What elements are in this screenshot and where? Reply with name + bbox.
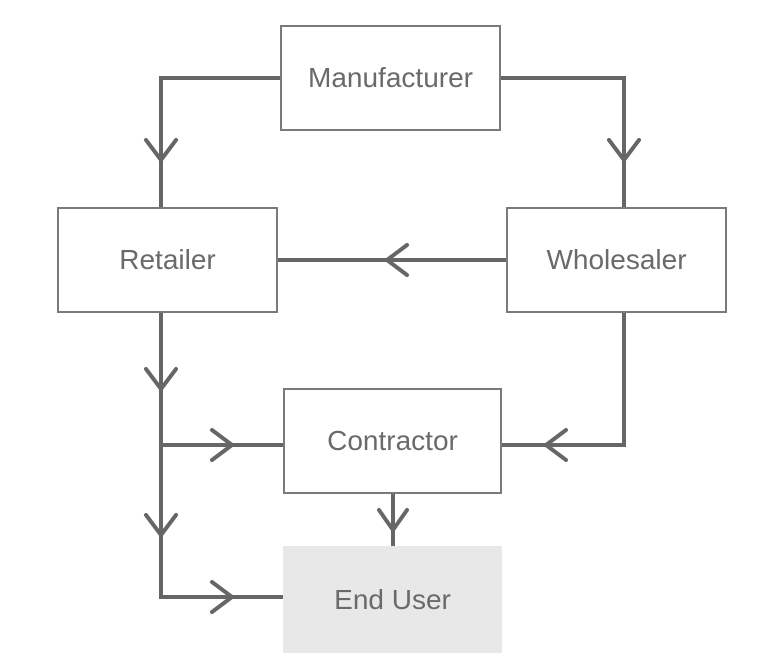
end-user-box: End User [283,546,502,653]
arrowhead-down-icon [144,138,178,162]
wholesaler-box: Wholesaler [506,207,727,313]
arrowhead-left-icon [385,243,409,277]
arrowhead-down-icon [607,138,641,162]
edge-retailer-trunk [159,313,283,599]
edge-wholesaler-contractor [502,313,626,447]
arrowhead-down-icon [377,508,409,532]
manufacturer-label: Manufacturer [308,62,473,93]
arrowhead-down-icon [144,513,178,537]
arrowhead-left-icon [544,428,568,462]
end-user-label: End User [334,583,451,615]
retailer-label: Retailer [119,244,216,275]
retailer-box: Retailer [57,207,278,313]
wholesaler-label: Wholesaler [546,244,687,275]
arrowhead-right-icon [210,580,234,614]
contractor-label: Contractor [327,425,458,456]
edge-manufacturer-retailer [159,76,280,207]
contractor-box: Contractor [283,388,502,494]
arrowhead-down-icon [144,367,178,391]
edge-manufacturer-wholesaler [501,76,626,207]
manufacturer-box: Manufacturer [280,25,501,131]
arrowhead-right-icon [210,428,234,462]
